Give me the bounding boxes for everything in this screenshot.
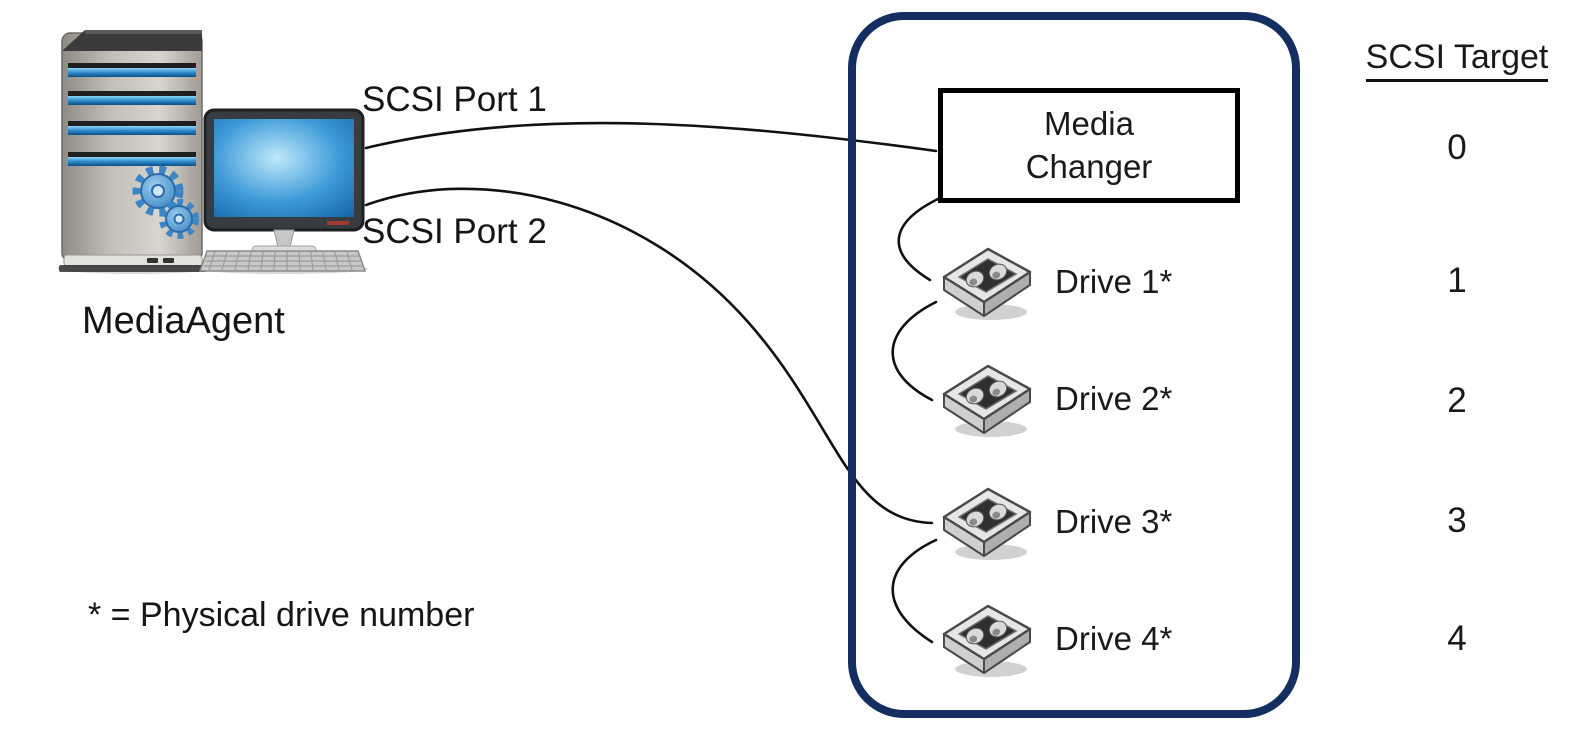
drive-3-label: Drive 3* — [1055, 503, 1173, 540]
drive-row-2: Drive 2* — [935, 355, 1172, 443]
scsi-port-1-label: SCSI Port 1 — [362, 80, 547, 119]
gears-icon — [132, 165, 199, 239]
scsi-target-drive-2: 2 — [1447, 381, 1467, 420]
drive-row-3: Drive 3* — [935, 478, 1172, 566]
scsi-port-2-label: SCSI Port 2 — [362, 212, 547, 251]
tape-drive-icon — [942, 364, 1032, 437]
tape-drive-icon — [942, 604, 1032, 677]
media-agent-label: MediaAgent — [82, 300, 285, 342]
drive-2-label: Drive 2* — [1055, 380, 1173, 417]
desktop-monitor-icon — [198, 108, 368, 274]
tape-library-enclosure — [848, 12, 1300, 718]
scsi-target-drive-1: 1 — [1447, 261, 1467, 300]
drive-4-label: Drive 4* — [1055, 620, 1173, 657]
drive-row-4: Drive 4* — [935, 595, 1172, 683]
scsi-target-media-changer: 0 — [1447, 128, 1467, 167]
scsi-target-drive-3: 3 — [1447, 501, 1467, 540]
tape-drive-icon — [942, 247, 1032, 320]
server-and-desktop-computer-icon — [57, 30, 368, 274]
media-changer-label: Media Changer — [1025, 105, 1153, 185]
keyboard-icon — [198, 250, 367, 272]
tape-drive-icon — [942, 487, 1032, 560]
drive-row-1: Drive 1* — [935, 238, 1172, 326]
server-tower-icon — [57, 30, 213, 274]
scsi-target-drive-4: 4 — [1447, 619, 1467, 658]
drive-1-label: Drive 1* — [1055, 263, 1173, 300]
media-changer-box: Media Changer — [938, 88, 1240, 203]
scsi-target-header: SCSI Target — [1352, 38, 1562, 82]
physical-drive-footnote: * = Physical drive number — [88, 596, 475, 634]
